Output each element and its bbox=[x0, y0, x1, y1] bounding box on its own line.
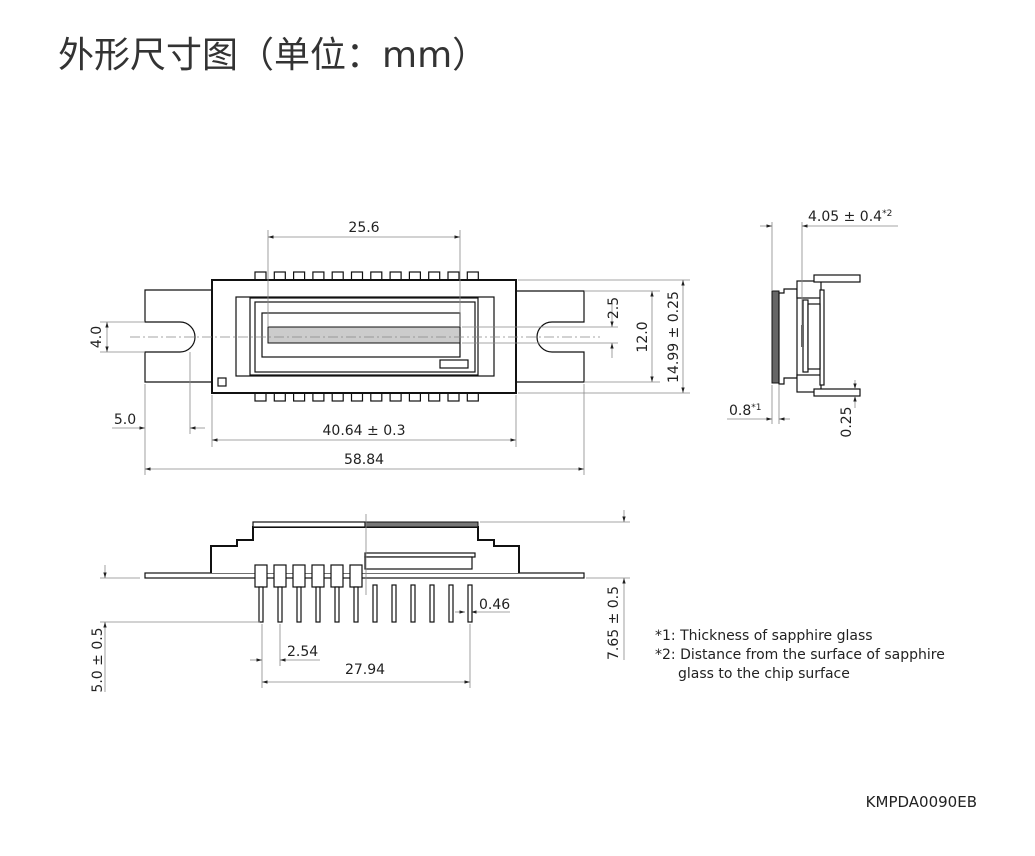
pin-shoulder bbox=[311, 564, 325, 588]
pin-top bbox=[331, 271, 344, 281]
dim-lead-thickness: 0.25 bbox=[839, 406, 855, 437]
dim-pin-width: 0.46 bbox=[479, 597, 510, 613]
dim-window-height: 12.0 bbox=[635, 321, 651, 352]
dim-pin-span: 27.94 bbox=[345, 662, 385, 678]
pin-lead bbox=[334, 586, 340, 623]
pin-bottom bbox=[254, 392, 267, 402]
pin-top bbox=[447, 271, 460, 281]
pin-bottom bbox=[408, 392, 421, 402]
dim-surface-distance: 4.05 ± 0.4*2 bbox=[808, 209, 892, 225]
dim-slot-offset: 5.0 bbox=[114, 412, 136, 428]
dim-active-height: 2.5 bbox=[606, 297, 622, 319]
pin-top bbox=[370, 271, 383, 281]
pin-bottom bbox=[447, 392, 460, 402]
note-1: *1: Thickness of sapphire glass bbox=[655, 628, 873, 644]
dim-body-length: 40.64 ± 0.3 bbox=[323, 423, 406, 439]
pin-top bbox=[312, 271, 325, 281]
pin-top bbox=[293, 271, 306, 281]
pin-top bbox=[273, 271, 286, 281]
pin-bottom bbox=[312, 392, 325, 402]
pin-lead bbox=[315, 586, 321, 623]
pin-lead bbox=[296, 586, 302, 623]
pin-shoulder bbox=[273, 564, 287, 588]
page-title: 外形尺寸图（单位：mm） bbox=[58, 35, 489, 76]
pin-lead bbox=[410, 584, 416, 623]
pin-top bbox=[254, 271, 267, 281]
dim-total-height: 7.65 ± 0.5 bbox=[606, 586, 622, 660]
dim-active-width: 25.6 bbox=[348, 220, 379, 236]
front-view: 7.65 ± 0.5 5.0 ± 0.5 2.54 27.94 0.46 bbox=[90, 510, 630, 693]
dim-pin-pitch: 2.54 bbox=[287, 644, 318, 660]
dim-body-height: 14.99 ± 0.25 bbox=[666, 291, 682, 383]
pin-bottom bbox=[273, 392, 286, 402]
pin-bottom bbox=[389, 392, 402, 402]
pin-bottom bbox=[293, 392, 306, 402]
note-2: *2: Distance from the surface of sapphir… bbox=[655, 647, 945, 663]
pin-lead bbox=[391, 584, 397, 623]
pin-shoulder bbox=[292, 564, 306, 588]
side-view: 4.05 ± 0.4*2 0.8*1 0.25 bbox=[727, 209, 898, 438]
pin-lead bbox=[258, 586, 264, 623]
pin-top bbox=[428, 271, 441, 281]
dim-total-length: 58.84 bbox=[344, 452, 384, 468]
pin-top bbox=[350, 271, 364, 281]
pin-top bbox=[466, 271, 479, 281]
pin-lead bbox=[372, 584, 378, 623]
pin-top bbox=[389, 271, 402, 281]
dim-slot-width: 4.0 bbox=[89, 326, 105, 348]
pin-bottom bbox=[370, 392, 383, 402]
pin-shoulder bbox=[254, 564, 268, 588]
pin-shoulder bbox=[349, 564, 363, 588]
pin-bottom bbox=[350, 392, 364, 402]
pin-bottom bbox=[428, 392, 441, 402]
pin-lead bbox=[353, 586, 359, 623]
top-view: 25.6 40.64 ± 0.3 58.84 5.0 4.0 2.5 12.0 … bbox=[89, 220, 690, 475]
pin-top bbox=[408, 271, 421, 281]
pin-lead bbox=[467, 584, 473, 623]
dim-glass-thickness: 0.8*1 bbox=[729, 403, 762, 419]
pin-bottom bbox=[331, 392, 344, 402]
pin-lead bbox=[448, 584, 454, 623]
pin-bottom bbox=[466, 392, 479, 402]
pin-lead bbox=[429, 584, 435, 623]
note-2-cont: glass to the chip surface bbox=[678, 666, 850, 682]
pin-shoulder bbox=[330, 564, 344, 588]
dim-lead-length: 5.0 ± 0.5 bbox=[90, 627, 106, 692]
drawing-code: KMPDA0090EB bbox=[865, 793, 977, 811]
pin-lead bbox=[277, 586, 283, 623]
